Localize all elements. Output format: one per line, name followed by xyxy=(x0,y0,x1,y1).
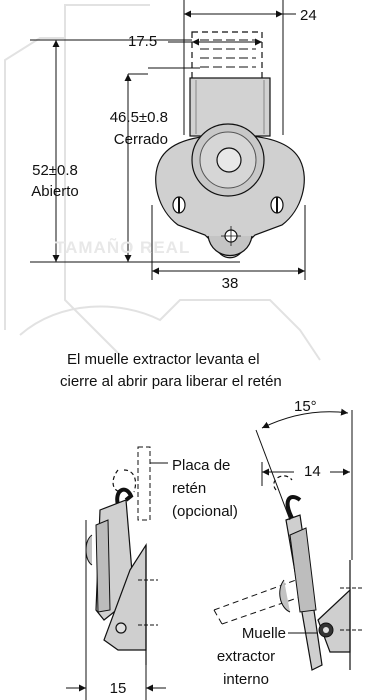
latch-side-view-open xyxy=(213,475,362,671)
actual-size-outline xyxy=(4,4,321,361)
keeper-label-line-3: (opcional) xyxy=(172,503,238,520)
top-view-dimensions xyxy=(30,0,306,280)
watermark-text: TAMAÑO REAL xyxy=(55,238,191,257)
note-line-1: El muelle extractor levanta el xyxy=(67,351,260,368)
spring-label-line-1: Muelle xyxy=(241,625,286,642)
dim-open-value-label: 52±0.8 xyxy=(32,162,78,179)
angle-label: 15° xyxy=(294,398,317,415)
right-view-dimensions xyxy=(255,408,353,634)
note-line-2: cierre al abrir para liberar el retén xyxy=(60,373,282,390)
keeper-label-line-1: Placa de xyxy=(172,457,231,474)
dim-open-caption: Abierto xyxy=(31,183,79,200)
dim-closed-value-label: 46.5±0.8 xyxy=(109,109,168,126)
spring-label-line-2: extractor xyxy=(216,648,276,665)
dim-left-bottom-label: 15 xyxy=(109,680,127,697)
latch-side-view-closed xyxy=(85,446,158,665)
spring-label-line-3: interno xyxy=(223,671,269,688)
dim-closed-caption: Cerrado xyxy=(113,131,168,148)
dim-width-top-label: 24 xyxy=(300,7,317,24)
keeper-label-line-2: retén xyxy=(172,480,207,497)
dim-base-width-label: 38 xyxy=(221,275,239,292)
dim-right-top-label: 14 xyxy=(304,463,321,480)
dim-plate-width-label: 17.5 xyxy=(128,33,158,50)
left-view-dimensions xyxy=(66,462,168,700)
latch-front-view xyxy=(155,31,305,259)
